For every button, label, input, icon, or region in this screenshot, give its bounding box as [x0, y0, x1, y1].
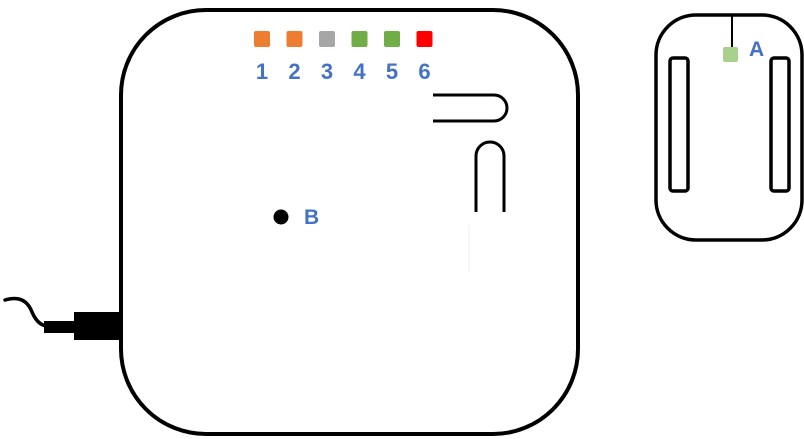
plug-pin-right	[771, 58, 789, 191]
led-5	[384, 31, 400, 47]
led-4-label: 4	[353, 59, 366, 84]
led-2-label: 2	[288, 59, 300, 84]
cable-boot	[44, 321, 78, 333]
led-4	[352, 31, 368, 47]
led-6	[417, 31, 433, 47]
led-5-label: 5	[386, 59, 398, 84]
led-3-label: 3	[321, 59, 333, 84]
plug-led-a	[723, 47, 738, 62]
cable-plug	[74, 312, 126, 340]
led-1	[254, 31, 270, 47]
led-3	[319, 31, 335, 47]
led-1-label: 1	[256, 59, 268, 84]
led-2	[287, 31, 303, 47]
power-cable	[5, 299, 126, 341]
button-b-label: B	[304, 206, 319, 229]
plug-pin-left	[670, 58, 688, 191]
led-6-label: 6	[418, 59, 430, 84]
button-b[interactable]	[274, 210, 289, 225]
plug-led-a-label: A	[749, 38, 764, 61]
plug-device: A	[656, 15, 802, 240]
hub-body	[121, 10, 578, 434]
